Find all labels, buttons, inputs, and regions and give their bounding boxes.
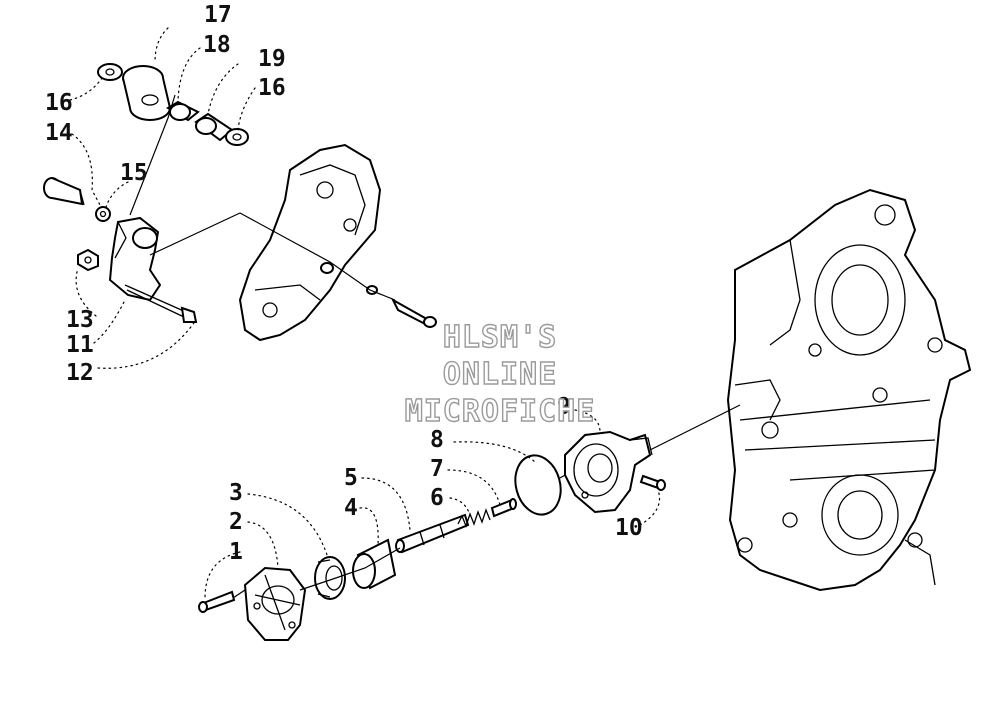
callout-12: 12 — [66, 360, 94, 386]
callout-14: 14 — [45, 120, 73, 146]
pump-cover-2 — [243, 566, 307, 641]
callout-10: 10 — [615, 515, 643, 541]
callout-19: 19 — [258, 46, 286, 72]
washer-15 — [95, 206, 111, 222]
spring-6 — [457, 508, 491, 528]
mid-washer — [320, 262, 334, 274]
callout-5: 5 — [344, 465, 358, 491]
mid-cover — [238, 143, 382, 342]
nut-13 — [77, 248, 99, 272]
callout-13: 13 — [66, 307, 94, 333]
crankcase-housing — [726, 188, 972, 592]
collar-4 — [352, 538, 397, 590]
assembly-lines — [129, 94, 741, 599]
callout-9: 9 — [557, 394, 571, 420]
watermark-line-1: HLSM'S — [443, 320, 557, 355]
screw-1 — [198, 590, 236, 613]
watermark-line-2: ONLINE — [443, 357, 557, 392]
callout-16-left: 16 — [45, 90, 73, 116]
watermark: HLSM'S ONLINE MICROFICHE — [404, 319, 596, 429]
shaft-5 — [395, 513, 470, 554]
watermark-line-3: MICROFICHE — [405, 394, 596, 429]
callout-17: 17 — [204, 2, 232, 28]
callout-7: 7 — [430, 456, 444, 482]
callout-2: 2 — [229, 509, 243, 535]
bolt-14 — [43, 177, 85, 206]
o-ring-8 — [514, 454, 562, 516]
leader-lines — [69, 27, 661, 599]
screw-10 — [639, 474, 666, 491]
washer-16-right — [225, 128, 249, 146]
pump-housing-9 — [564, 430, 653, 514]
callout-6: 6 — [430, 485, 444, 511]
impeller-3 — [314, 556, 346, 600]
pin-7 — [490, 498, 517, 518]
bracket-arm-11 — [108, 216, 162, 302]
callout-3: 3 — [229, 480, 243, 506]
washer-16-left — [97, 63, 123, 81]
mid-screw — [390, 297, 437, 329]
callout-1: 1 — [229, 539, 243, 565]
callout-15: 15 — [120, 160, 148, 186]
callout-8: 8 — [430, 427, 444, 453]
callout-4: 4 — [344, 495, 358, 521]
roller-17 — [122, 65, 172, 121]
callout-18: 18 — [203, 32, 231, 58]
bolt-12 — [124, 284, 198, 323]
callout-11: 11 — [66, 332, 94, 358]
bushing-18 — [166, 100, 200, 122]
callout-16-right: 16 — [258, 75, 286, 101]
callout-labels: 17 18 19 16 16 14 15 13 11 12 9 8 7 5 3 … — [45, 2, 643, 565]
sleeve-19 — [194, 112, 234, 142]
